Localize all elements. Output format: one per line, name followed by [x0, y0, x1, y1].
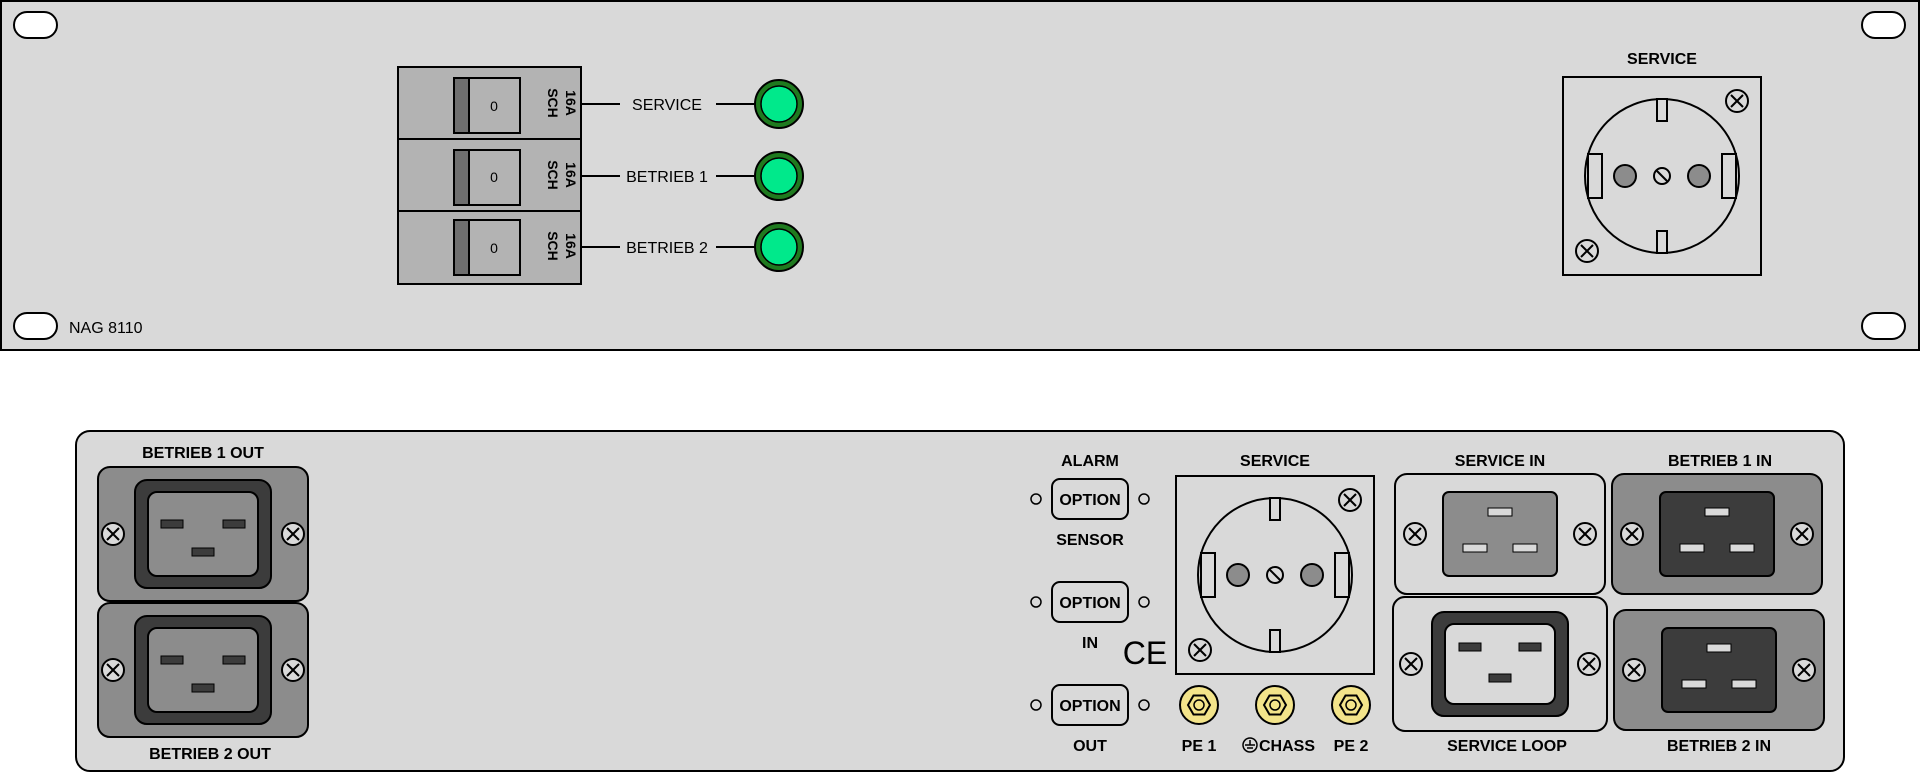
rack-slot-bottom-left	[13, 312, 58, 340]
option-alarm-button-label: OPTION	[1059, 492, 1120, 509]
terminal-label-pe-2: PE 2	[1334, 738, 1369, 755]
breaker-label-betrieb-1: BETRIEB 1	[626, 169, 708, 186]
betrieb-2-in-label: BETRIEB 2 IN	[1667, 738, 1771, 755]
option-in-button-label: OPTION	[1059, 595, 1120, 612]
terminal-pe-1[interactable]	[1179, 685, 1219, 725]
sensor-label: SENSOR	[1056, 532, 1124, 549]
ground-icon	[1242, 737, 1258, 753]
breaker-rating-line1: SCH	[545, 160, 561, 190]
led-betrieb-2	[754, 222, 804, 272]
breaker-label-service: SERVICE	[632, 97, 702, 114]
breaker-rating-line2: 16A	[563, 162, 579, 188]
rack-slot-bottom-right	[1861, 312, 1906, 340]
in-label: IN	[1082, 635, 1098, 652]
breaker-betrieb-2[interactable]: 0 SCH 16A	[397, 210, 582, 285]
rear-panel: BETRIEB 1 OUT BETRIEB 2 OUT ALARM OPTION…	[75, 430, 1845, 772]
breaker-toggle-label: 0	[490, 98, 498, 114]
betrieb-1-out-socket[interactable]	[98, 467, 308, 601]
led-betrieb-1	[754, 151, 804, 201]
breaker-betrieb-1[interactable]: 0 SCH 16A	[397, 138, 582, 212]
front-service-socket[interactable]	[1563, 77, 1761, 275]
ce-mark: CE	[1123, 635, 1167, 671]
terminal-label-chass: CHASS	[1259, 738, 1315, 755]
rear-service-socket[interactable]	[1176, 476, 1374, 674]
breaker-rating-line2: 16A	[563, 233, 579, 259]
rack-slot-top-left	[13, 11, 58, 39]
breaker-service[interactable]: 0 SCH 16A	[397, 66, 582, 140]
betrieb-1-in-inlet[interactable]	[1612, 474, 1822, 594]
front-panel: NAG 8110 0 SCH 16A SERVICE 0 SCH 16A BET…	[0, 0, 1920, 351]
terminal-pe-2[interactable]	[1331, 685, 1371, 725]
breaker-toggle-label: 0	[490, 240, 498, 256]
betrieb-2-in-inlet[interactable]	[1614, 610, 1824, 730]
service-loop-label: SERVICE LOOP	[1447, 738, 1567, 755]
terminal-label-pe-1: PE 1	[1182, 738, 1217, 755]
breaker-rating-line1: SCH	[545, 88, 561, 118]
betrieb-1-out-label: BETRIEB 1 OUT	[142, 445, 264, 462]
led-service	[754, 79, 804, 129]
model-label: NAG 8110	[69, 320, 143, 337]
betrieb-2-out-socket[interactable]	[98, 603, 308, 737]
rear-service-label: SERVICE	[1240, 453, 1310, 470]
breaker-rating-line1: SCH	[545, 231, 561, 261]
option-out-button-label: OPTION	[1059, 698, 1120, 715]
front-service-label: SERVICE	[1627, 51, 1697, 68]
breaker-toggle-label: 0	[490, 169, 498, 185]
alarm-label: ALARM	[1061, 453, 1119, 470]
breaker-rating-line2: 16A	[563, 90, 579, 116]
service-loop-outlet[interactable]	[1392, 596, 1608, 732]
betrieb-2-out-label: BETRIEB 2 OUT	[149, 746, 271, 763]
out-label: OUT	[1073, 738, 1107, 755]
rack-slot-top-right	[1861, 11, 1906, 39]
breaker-label-betrieb-2: BETRIEB 2	[626, 240, 708, 257]
service-in-label: SERVICE IN	[1455, 453, 1545, 470]
service-in-inlet[interactable]	[1395, 474, 1605, 594]
terminal-chass[interactable]	[1255, 685, 1295, 725]
betrieb-1-in-label: BETRIEB 1 IN	[1668, 453, 1772, 470]
